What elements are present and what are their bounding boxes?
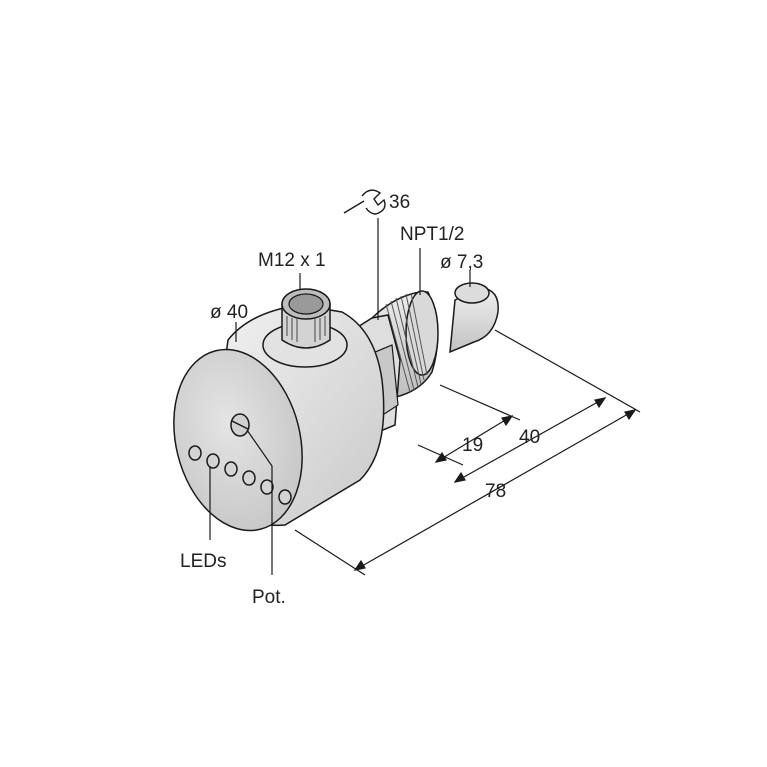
led-row — [188, 445, 292, 505]
arrow-19-end — [434, 451, 447, 463]
dim-line-40 — [454, 397, 606, 483]
m12-connector — [262, 288, 348, 368]
dimension-78-label: 78 — [485, 481, 506, 502]
wrench-size-label: 36 — [389, 192, 410, 213]
led — [242, 470, 256, 486]
dim-line-19 — [435, 415, 513, 463]
housing-diameter-label: ø 40 — [210, 302, 248, 323]
ext-line-78 — [294, 529, 366, 576]
probe-rod — [449, 282, 499, 354]
ext-line-40 — [494, 329, 641, 413]
arrow-19 — [501, 415, 514, 427]
led — [188, 445, 202, 461]
leds-label: LEDs — [180, 551, 226, 572]
arrow-40 — [594, 397, 607, 409]
ext-line-19-a — [439, 384, 521, 421]
arrow-40-end — [453, 471, 466, 483]
dimension-lines — [294, 329, 641, 576]
led — [260, 479, 274, 495]
dimension-19-label: 19 — [462, 435, 483, 456]
led — [278, 489, 292, 505]
leader-lines — [209, 218, 471, 575]
dimension-40-label: 40 — [519, 427, 540, 448]
connector-label: M12 x 1 — [258, 250, 326, 271]
potentiometer — [230, 413, 250, 437]
arrow-78-end — [353, 559, 366, 571]
led — [224, 461, 238, 477]
thread-label: NPT1/2 — [400, 224, 464, 245]
led — [206, 453, 220, 469]
dim-line-78 — [354, 409, 636, 571]
pot-label: Pot. — [252, 587, 286, 608]
probe-diameter-label: ø 7,3 — [440, 252, 483, 273]
arrow-78 — [624, 409, 637, 421]
wrench-icon — [343, 189, 386, 215]
leader-pot — [246, 429, 273, 467]
